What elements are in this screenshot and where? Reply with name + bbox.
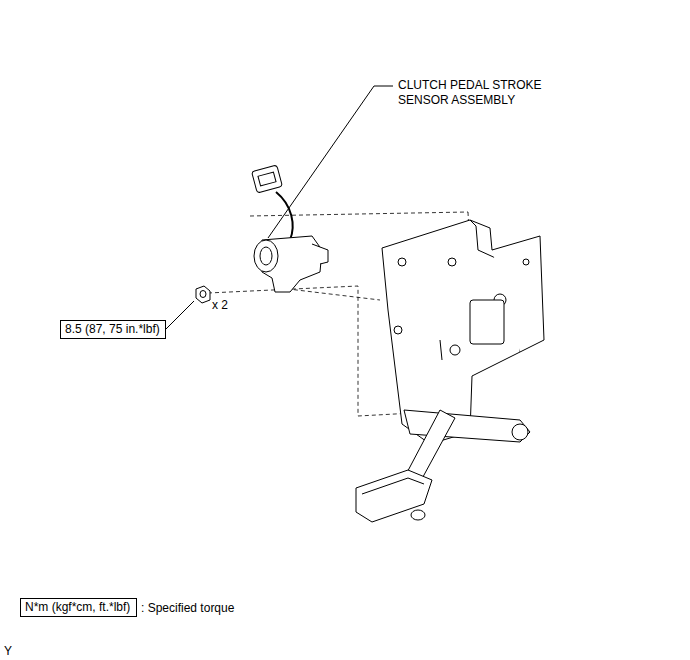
drawing-part	[356, 470, 432, 522]
drawing-part	[440, 340, 442, 360]
legend-torque-box: N*m (kgf*cm, ft.*lbf)	[20, 598, 137, 617]
nut	[196, 286, 210, 303]
legend-text: : Specified torque	[141, 601, 234, 616]
figure-mark: Y	[4, 644, 12, 659]
stroke-sensor	[252, 165, 328, 292]
drawing-part	[276, 192, 293, 240]
drawing-part	[260, 247, 272, 265]
box-text: 8.5 (87, 75 in.*lbf)	[65, 322, 161, 337]
drawing-part	[450, 345, 460, 355]
drawing-part	[166, 301, 194, 329]
drawing-part	[448, 258, 456, 266]
drawing-part	[411, 510, 425, 520]
drawing-part	[312, 244, 328, 264]
drawing-part	[398, 258, 406, 266]
drawing-part	[280, 288, 380, 300]
quantity: x 2	[212, 298, 228, 313]
drawing-part	[254, 240, 278, 272]
part-name: CLUTCH PEDAL STROKE SENSOR ASSEMBLY	[398, 78, 568, 108]
drawing-part	[200, 291, 206, 298]
drawing-part	[404, 410, 530, 442]
drawing-part	[252, 165, 283, 193]
drawing-part	[512, 424, 528, 440]
drawing-part	[394, 326, 402, 334]
drawing-part	[362, 478, 424, 494]
leader-lines	[166, 86, 393, 329]
drawing-part	[250, 212, 468, 216]
box-text: N*m (kgf*cm, ft.*lbf)	[25, 600, 132, 615]
drawing-part	[196, 286, 210, 303]
drawing-part	[470, 300, 504, 344]
drawing-part	[523, 259, 529, 265]
drawing-part	[258, 172, 276, 186]
torque-box: 8.5 (87, 75 in.*lbf)	[60, 320, 166, 339]
pedal-bracket	[356, 220, 544, 522]
